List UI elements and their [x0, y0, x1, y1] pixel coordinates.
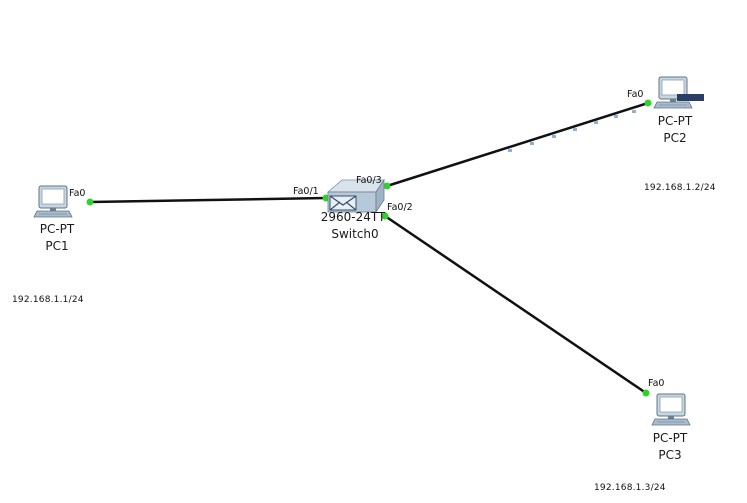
packet-trail — [508, 110, 636, 152]
pc1-type-label: PC-PT — [39, 222, 75, 236]
pc1-name-label: PC1 — [45, 239, 69, 253]
pc2-type-label: PC-PT — [657, 114, 693, 128]
pc3-type-label: PC-PT — [652, 431, 688, 445]
pc2-icon[interactable] — [653, 76, 704, 109]
pc1-icon[interactable] — [33, 185, 73, 218]
pc3-name-label: PC3 — [658, 448, 682, 462]
pc1-port-label: Fa0 — [69, 188, 86, 199]
switch-port-label-fa0-1: Fa0/1 — [293, 186, 319, 197]
link-status-dots — [86, 99, 652, 397]
pc3-port-label: Fa0 — [648, 378, 665, 389]
switch-port-label-fa0-3: Fa0/3 — [356, 175, 382, 186]
pc2-ip-label: 192.168.1.2/24 — [644, 183, 716, 193]
switch-port-label-fa0-2: Fa0/2 — [387, 202, 413, 213]
switch0-name-label: Switch0 — [331, 227, 379, 241]
link-switch0-pc3[interactable] — [384, 214, 647, 395]
pc1-ip-label: 192.168.1.1/24 — [12, 295, 84, 305]
pc2-name-label: PC2 — [663, 131, 687, 145]
pc3-ip-label: 192.168.1.3/24 — [594, 483, 666, 493]
link-switch0-pc2[interactable] — [386, 101, 649, 188]
pc3-icon[interactable] — [651, 393, 691, 426]
pc2-port-label: Fa0 — [627, 89, 644, 100]
link-pc1-switch0[interactable] — [89, 196, 327, 204]
switch0-icon[interactable] — [326, 178, 385, 214]
switch0-model-label: 2960-24TT — [320, 210, 386, 224]
